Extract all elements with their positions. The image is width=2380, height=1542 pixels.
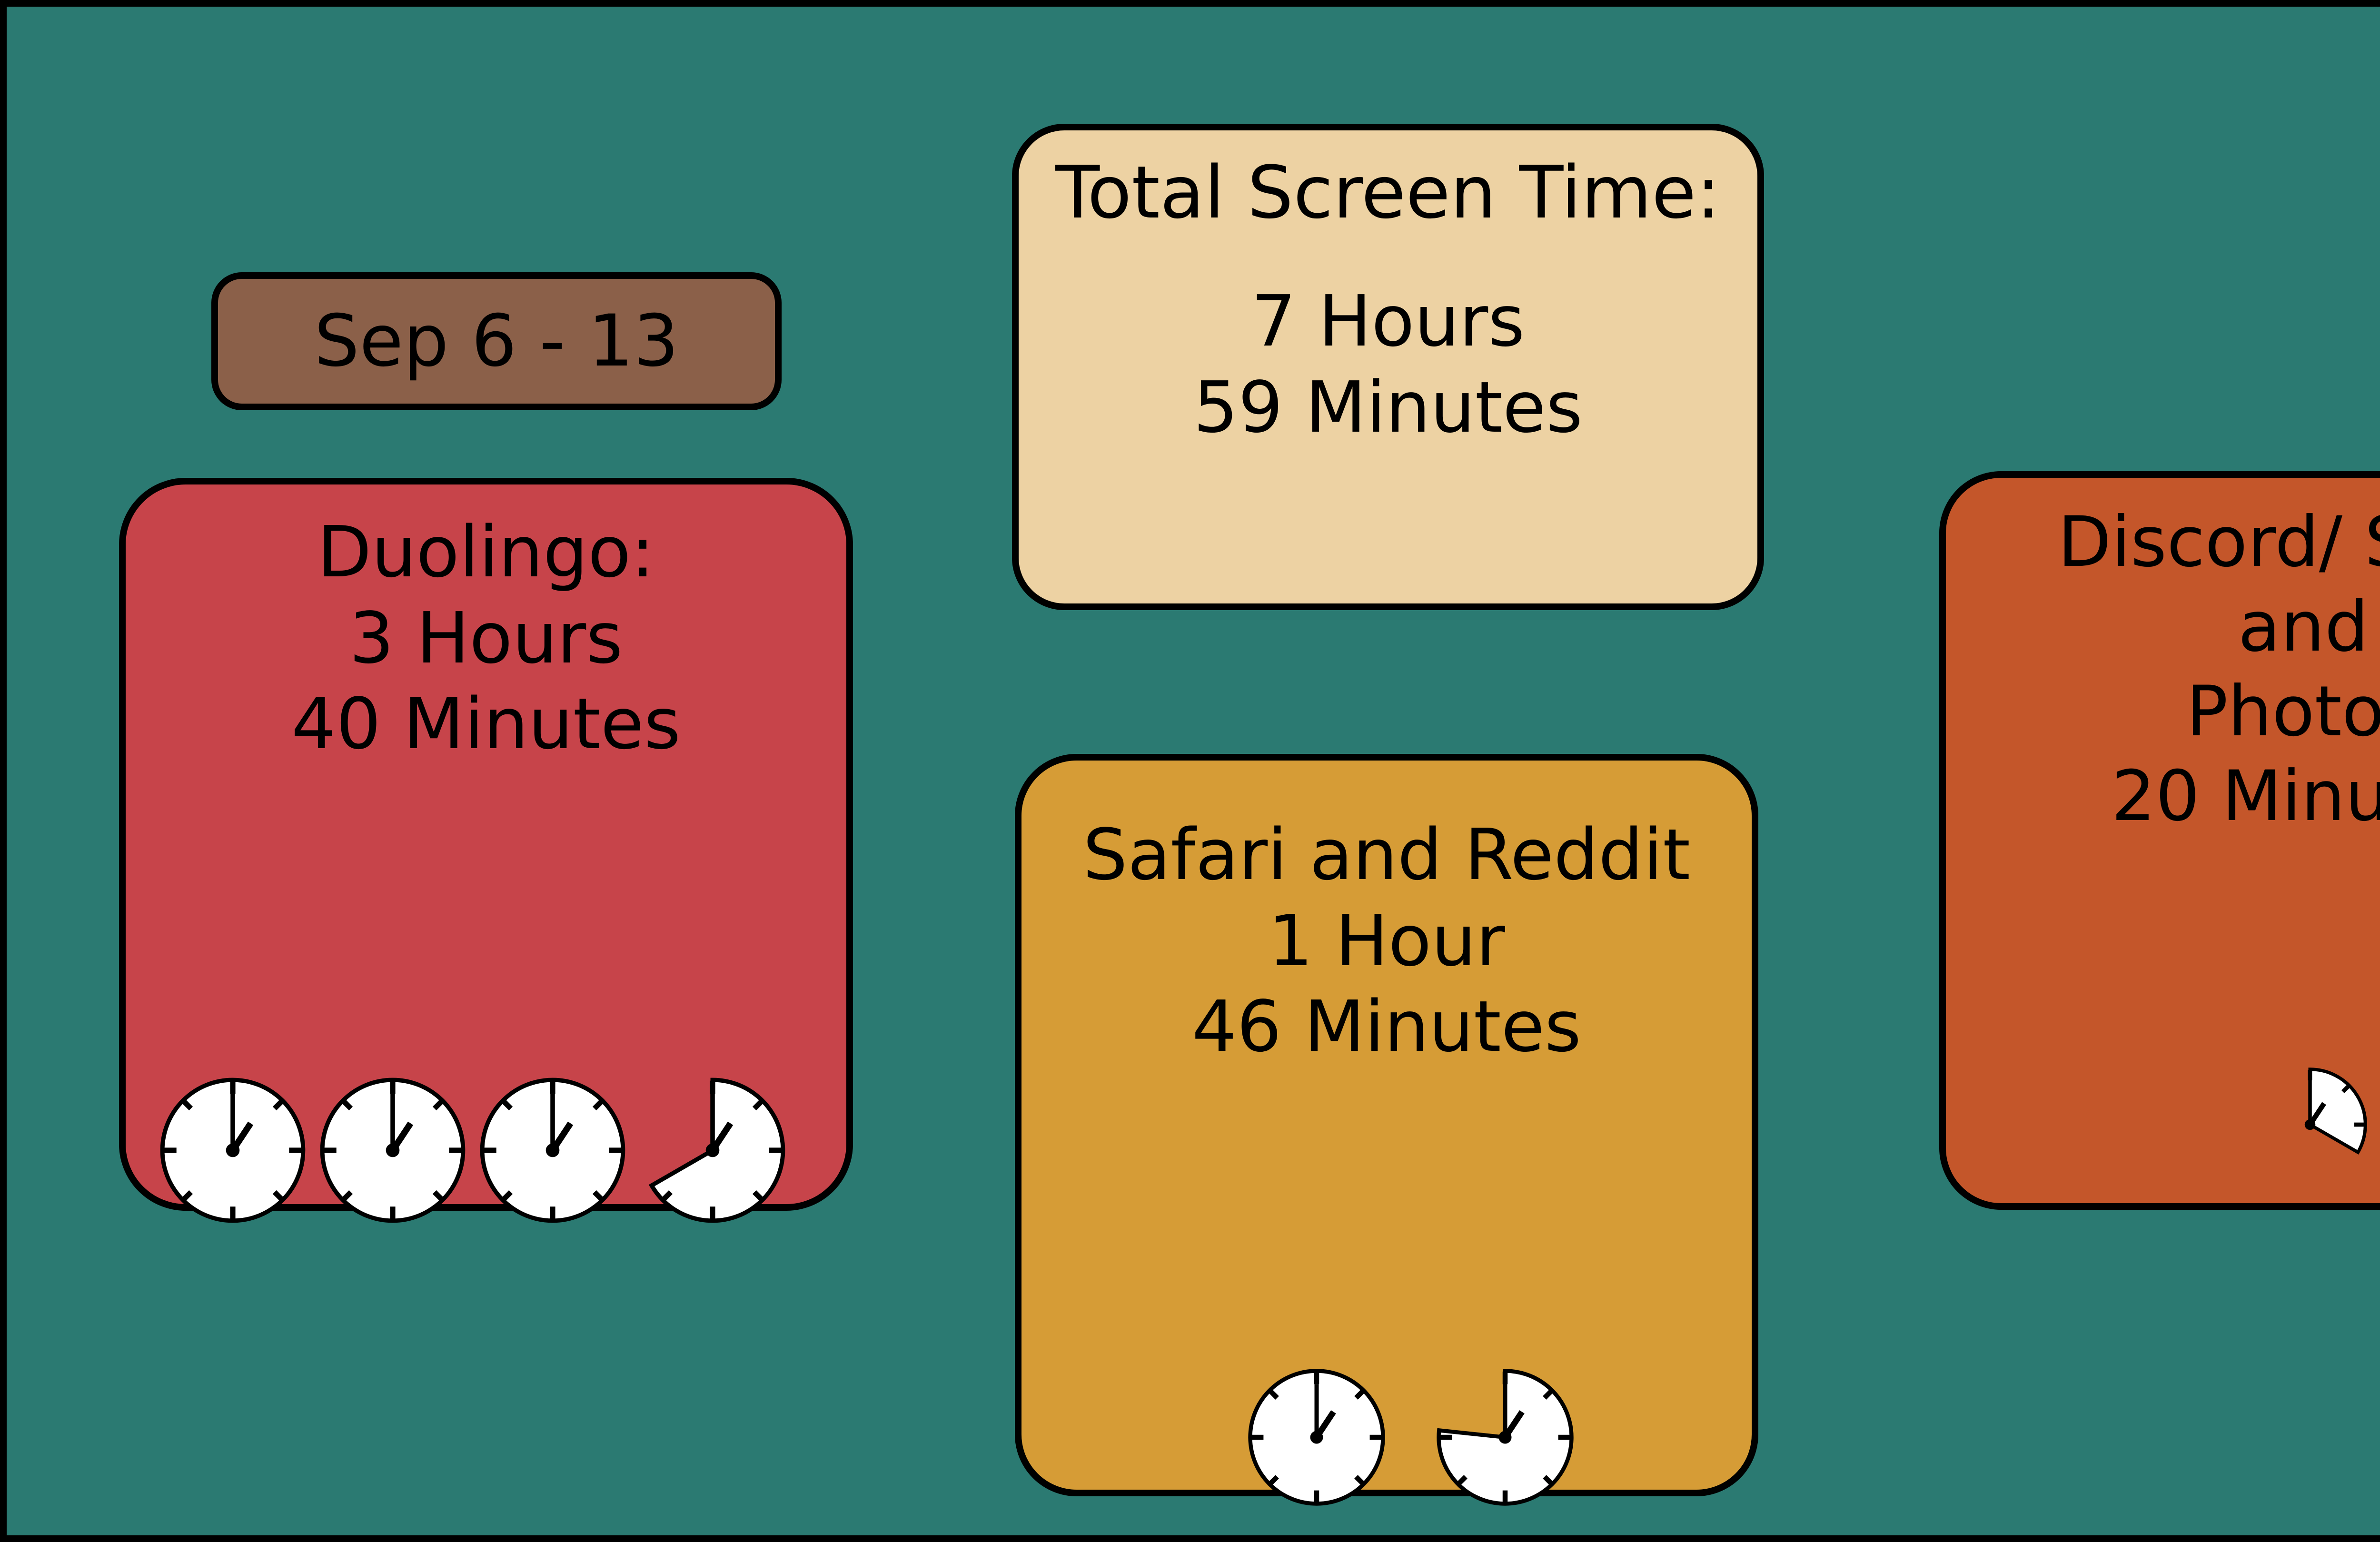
total-screen-time-value: 7 Hours 59 Minutes <box>1193 280 1583 448</box>
duolingo-clock-row <box>157 1075 788 1226</box>
total-screen-time-card: Total Screen Time: 7 Hours 59 Minutes <box>1012 124 1764 610</box>
app-card-discord-slack-photos-label: Discord/ Slack and Photos 20 Minutes <box>2058 502 2380 837</box>
clock-icon-full-hour <box>320 1077 466 1223</box>
clock-icon-full-hour <box>1248 1369 1385 1506</box>
app-card-discord-slack-photos: Discord/ Slack and Photos 20 Minutes <box>1939 471 2380 1210</box>
clock-icon-partial-20min <box>2304 1068 2367 1155</box>
app-card-safari-reddit: Safari and Reddit 1 Hour 46 Minutes <box>1015 754 1758 1506</box>
date-range-label: Sep 6 - 13 <box>314 299 679 383</box>
safari-reddit-clock-row <box>1245 1366 1577 1509</box>
date-range-pill: Sep 6 - 13 <box>211 272 782 410</box>
app-card-duolingo-label: Duolingo: 3 Hours 40 Minutes <box>291 511 681 765</box>
clock-icon-full-hour <box>480 1077 625 1223</box>
app-card-duolingo: Duolingo: 3 Hours 40 Minutes <box>119 478 853 1223</box>
discord-slack-photos-clock-row <box>2251 1065 2370 1184</box>
clock-icon-full-hour <box>160 1077 306 1223</box>
total-screen-time-heading: Total Screen Time: <box>1055 150 1721 235</box>
clock-icon-partial-46min <box>1437 1369 1574 1506</box>
app-card-safari-reddit-label: Safari and Reddit 1 Hour 46 Minutes <box>1082 814 1691 1068</box>
clock-icon-partial-40min <box>648 1077 785 1223</box>
